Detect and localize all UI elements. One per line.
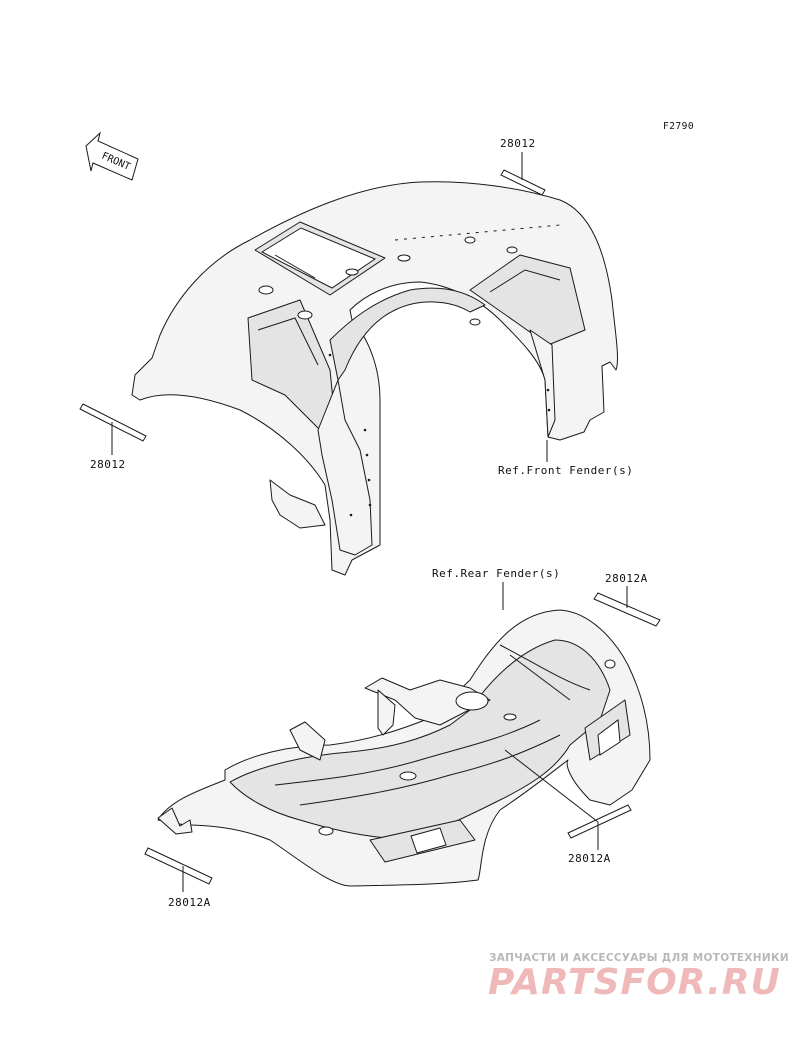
label-28012A-right: 28012A — [568, 852, 611, 865]
label-28012A-left: 28012A — [168, 896, 211, 909]
decal-28012A-left — [144, 847, 213, 892]
front-fender — [131, 181, 618, 576]
label-28012A-top-right: 28012A — [605, 572, 648, 585]
decal-28012A-top-right — [593, 586, 661, 627]
decal-28012A-right — [504, 749, 632, 850]
watermark-tagline: ЗАПЧАСТИ И АКСЕССУАРЫ ДЛЯ МОТОТЕХНИКИ — [489, 952, 789, 964]
label-28012-top: 28012 — [500, 137, 536, 150]
label-ref-rear-fender: Ref.Rear Fender(s) — [432, 567, 561, 580]
figure-code: F2790 — [663, 121, 695, 132]
front-arrow-icon: FRONT — [85, 131, 139, 181]
decal-28012-left — [79, 403, 147, 455]
decal-28012-top — [500, 152, 546, 196]
rear-fender — [157, 609, 651, 887]
label-28012-left: 28012 — [90, 458, 126, 471]
label-ref-front-fender: Ref.Front Fender(s) — [498, 464, 634, 477]
watermark-logo: PARTSFOR.RU — [488, 962, 781, 1003]
